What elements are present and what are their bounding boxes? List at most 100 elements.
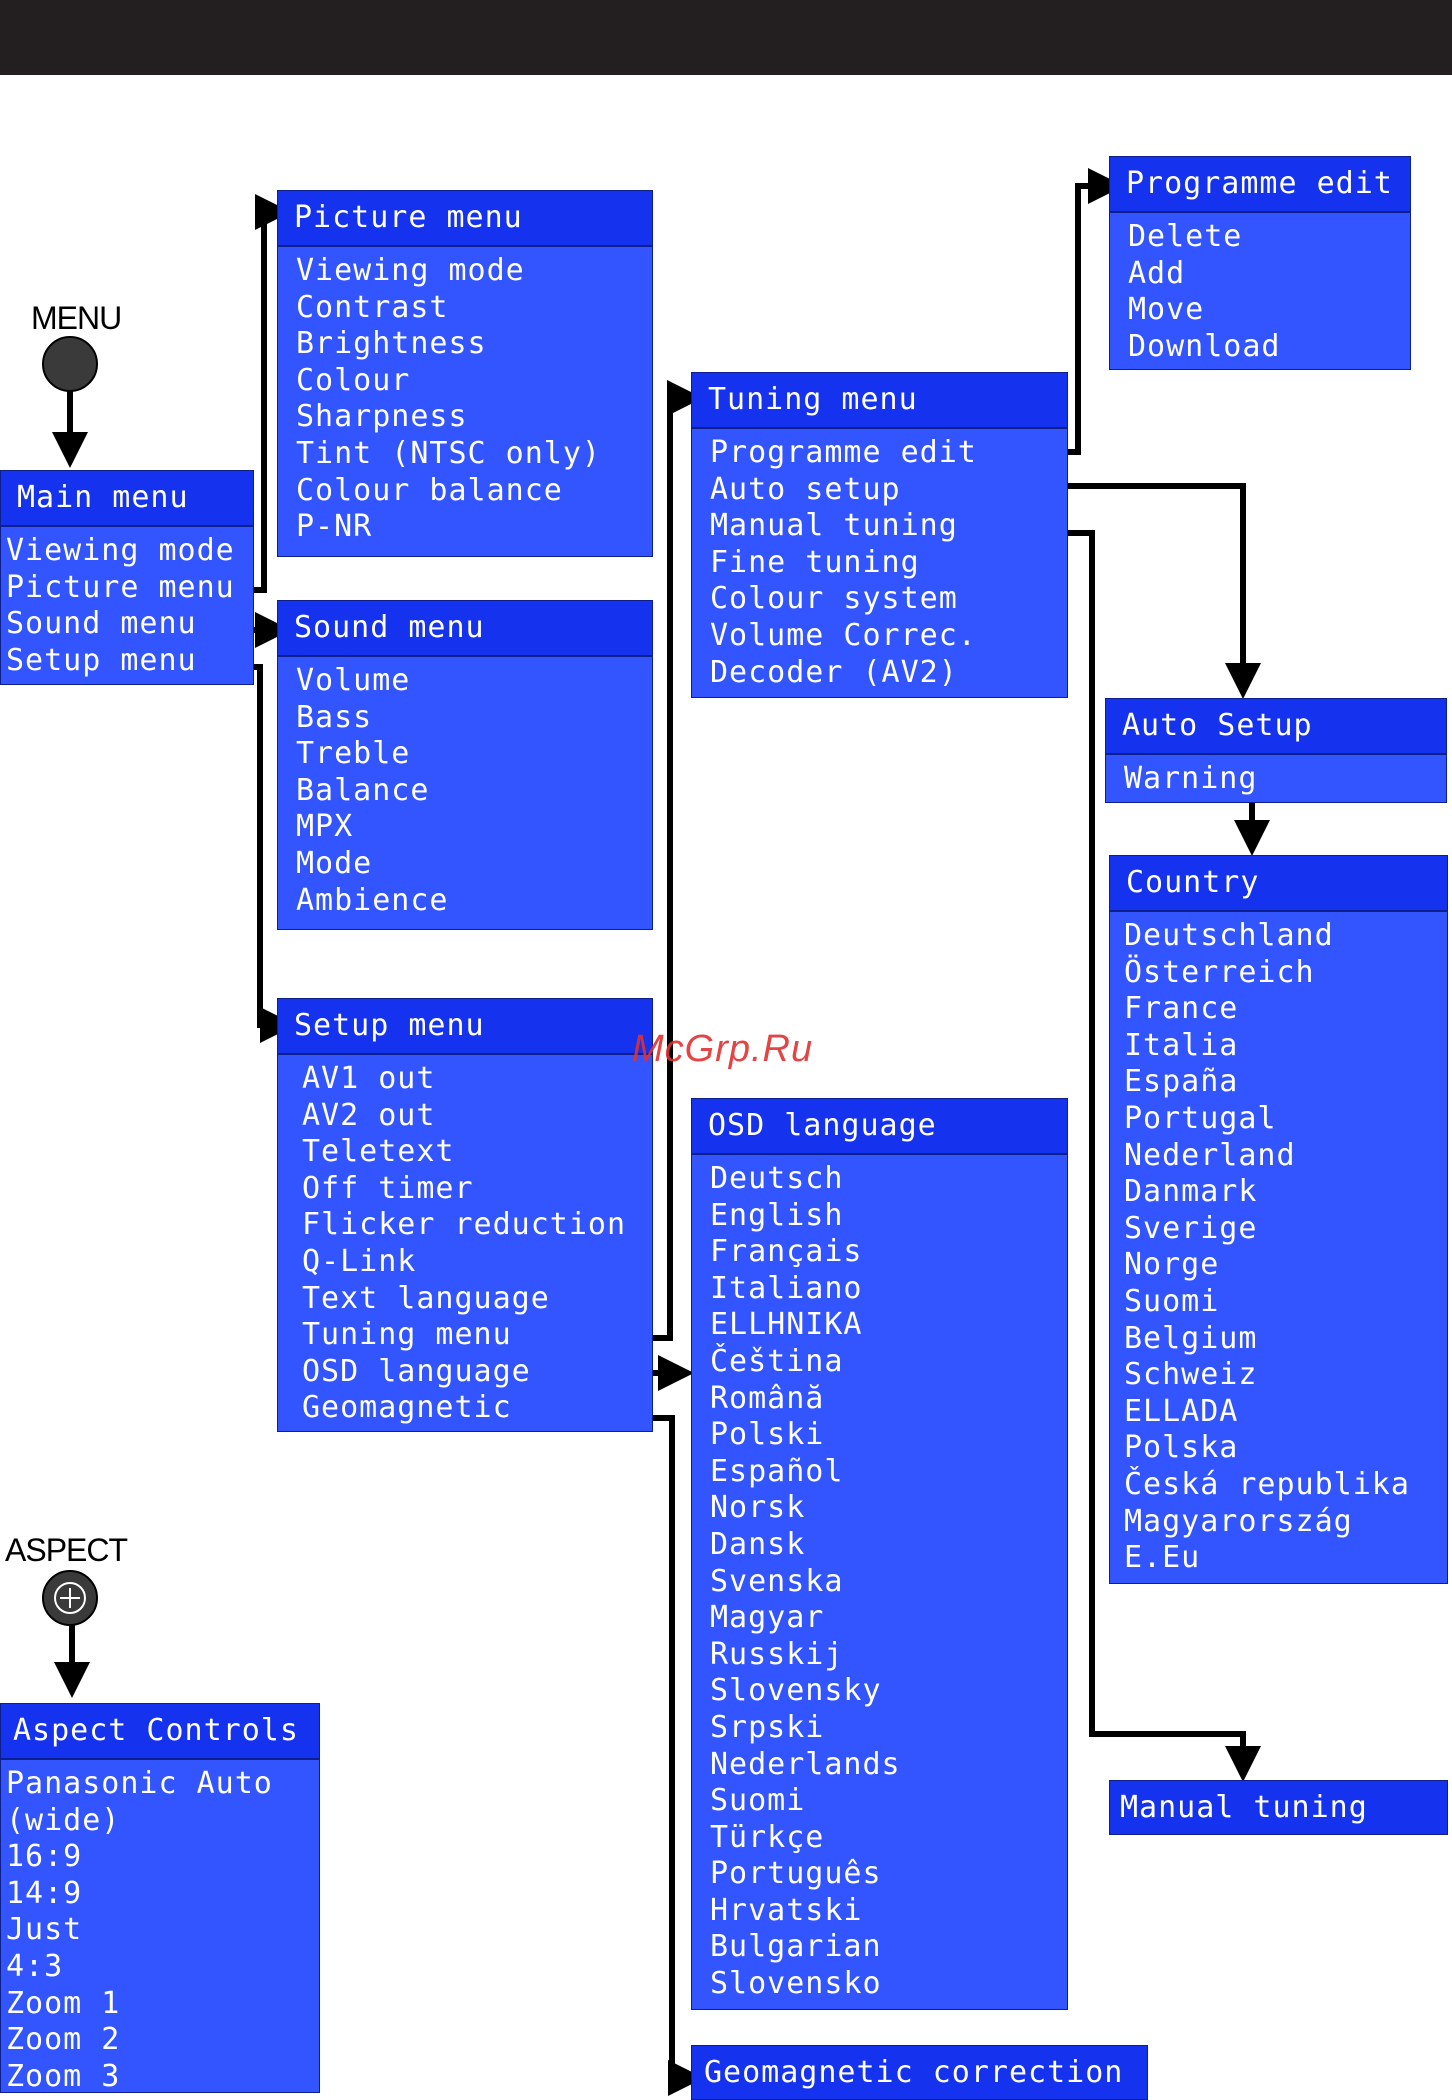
main-menu-item-setup-menu[interactable]: Setup menu bbox=[6, 642, 197, 678]
osd-language-item[interactable]: Français bbox=[710, 1234, 863, 1270]
watermark-text: McGrp.Ru bbox=[632, 1028, 814, 1070]
osd-language-item[interactable]: Polski bbox=[710, 1417, 825, 1453]
setup-menu-item[interactable]: Off timer bbox=[302, 1170, 474, 1206]
country-item[interactable]: Schweiz bbox=[1124, 1357, 1258, 1393]
setup-menu-item[interactable]: Text language bbox=[302, 1280, 550, 1316]
tuning-menu-item-programme-edit[interactable]: Programme edit bbox=[710, 435, 977, 470]
country-item[interactable]: Belgium bbox=[1124, 1320, 1258, 1356]
osd-language-item[interactable]: Norsk bbox=[710, 1490, 806, 1526]
country-item[interactable]: Österreich bbox=[1124, 954, 1315, 990]
aspect-controls-item[interactable]: 4:3 bbox=[6, 1948, 64, 1984]
aspect-controls-item[interactable]: (wide) bbox=[6, 1802, 121, 1838]
aspect-controls-item[interactable]: 14:9 bbox=[6, 1875, 83, 1911]
programme-edit-item-download[interactable]: Download bbox=[1128, 328, 1281, 364]
osd-language-item[interactable]: Slovensko bbox=[710, 1966, 882, 2002]
osd-language-item[interactable]: Română bbox=[710, 1380, 825, 1416]
programme-edit-item-move[interactable]: Move bbox=[1128, 292, 1205, 328]
osd-language-item[interactable]: Suomi bbox=[710, 1783, 806, 1819]
osd-language-item[interactable]: Hrvatski bbox=[710, 1892, 863, 1928]
setup-menu-item[interactable]: AV1 out bbox=[302, 1061, 436, 1096]
country-item[interactable]: Sverige bbox=[1124, 1210, 1258, 1246]
country-item[interactable]: Nederland bbox=[1124, 1137, 1296, 1173]
osd-language-item[interactable]: Deutsch bbox=[710, 1161, 844, 1196]
osd-language-item[interactable]: Español bbox=[710, 1453, 844, 1489]
sound-menu-item[interactable]: Mode bbox=[296, 845, 373, 881]
sound-menu-item[interactable]: Volume bbox=[296, 663, 411, 698]
picture-menu-item[interactable]: P-NR bbox=[296, 509, 373, 545]
country-item[interactable]: Česká republika bbox=[1124, 1466, 1410, 1502]
osd-language-item[interactable]: Russkij bbox=[710, 1636, 844, 1672]
menu-button[interactable] bbox=[42, 336, 98, 392]
main-menu-item-viewing-mode[interactable]: Viewing mode bbox=[6, 533, 235, 568]
aspect-controls-item[interactable]: Just bbox=[6, 1912, 83, 1948]
osd-language-item[interactable]: Srpski bbox=[710, 1709, 825, 1745]
setup-menu-item[interactable]: Q-Link bbox=[302, 1243, 417, 1279]
picture-menu-item[interactable]: Sharpness bbox=[296, 399, 468, 435]
osd-language-item[interactable]: Čeština bbox=[710, 1343, 844, 1379]
setup-menu-title: Setup menu bbox=[278, 999, 652, 1055]
geomagnetic-correction-title[interactable]: Geomagnetic correction bbox=[692, 2046, 1147, 2099]
picture-menu-item[interactable]: Brightness bbox=[296, 326, 487, 362]
picture-menu-item[interactable]: Colour balance bbox=[296, 472, 563, 508]
osd-language-item[interactable]: Nederlands bbox=[710, 1746, 901, 1782]
country-item[interactable]: Danmark bbox=[1124, 1174, 1258, 1210]
setup-menu-item-tuning-menu[interactable]: Tuning menu bbox=[302, 1317, 512, 1353]
picture-menu-item[interactable]: Colour bbox=[296, 362, 411, 398]
tuning-menu-item-auto-setup[interactable]: Auto setup bbox=[710, 471, 901, 507]
country-item[interactable]: Polska bbox=[1124, 1430, 1239, 1466]
country-item[interactable]: Suomi bbox=[1124, 1283, 1220, 1319]
setup-menu-item[interactable]: Flicker reduction bbox=[302, 1207, 627, 1243]
aspect-button[interactable] bbox=[42, 1570, 98, 1626]
country-item[interactable]: France bbox=[1124, 991, 1239, 1027]
osd-language-item[interactable]: Slovensky bbox=[710, 1673, 882, 1709]
aspect-controls-item[interactable]: Zoom 1 bbox=[6, 1985, 121, 2021]
tuning-menu-item-manual-tuning[interactable]: Manual tuning bbox=[710, 508, 958, 544]
sound-menu-item[interactable]: MPX bbox=[296, 809, 354, 845]
main-menu-item-picture-menu[interactable]: Picture menu bbox=[6, 569, 235, 605]
programme-edit-item-add[interactable]: Add bbox=[1128, 255, 1186, 291]
country-item[interactable]: E.Eu bbox=[1124, 1540, 1201, 1576]
tuning-menu-item[interactable]: Volume Correc. bbox=[710, 617, 977, 653]
country-item[interactable]: Deutschland bbox=[1124, 918, 1334, 953]
tuning-menu-item[interactable]: Decoder (AV2) bbox=[710, 654, 958, 690]
osd-language-item[interactable]: ELLHNIKA bbox=[710, 1307, 863, 1343]
auto-setup-item-warning[interactable]: Warning bbox=[1124, 761, 1258, 796]
picture-menu-title: Picture menu bbox=[278, 191, 652, 247]
osd-language-item[interactable]: Italiano bbox=[710, 1270, 863, 1306]
programme-edit-item-delete[interactable]: Delete bbox=[1128, 219, 1243, 254]
osd-language-item[interactable]: Türkçe bbox=[710, 1819, 825, 1855]
sound-menu-item[interactable]: Bass bbox=[296, 699, 373, 735]
country-item[interactable]: ELLADA bbox=[1124, 1393, 1239, 1429]
setup-menu-item[interactable]: Teletext bbox=[302, 1134, 455, 1170]
picture-menu-item[interactable]: Contrast bbox=[296, 289, 449, 325]
aspect-controls-item[interactable]: Zoom 3 bbox=[6, 2058, 121, 2093]
osd-language-item[interactable]: Svenska bbox=[710, 1563, 844, 1599]
sound-menu-item[interactable]: Ambience bbox=[296, 882, 449, 918]
manual-tuning-title[interactable]: Manual tuning bbox=[1110, 1781, 1447, 1834]
setup-menu-item[interactable]: AV2 out bbox=[302, 1097, 436, 1133]
main-menu-item-sound-menu[interactable]: Sound menu bbox=[6, 606, 197, 642]
country-item[interactable]: Norge bbox=[1124, 1247, 1220, 1283]
tuning-menu-item[interactable]: Fine tuning bbox=[710, 544, 920, 580]
osd-language-item[interactable]: Bulgarian bbox=[710, 1929, 882, 1965]
setup-menu-item-osd-language[interactable]: OSD language bbox=[302, 1353, 531, 1389]
aspect-controls-item[interactable]: Zoom 2 bbox=[6, 2022, 121, 2058]
osd-language-item[interactable]: Magyar bbox=[710, 1600, 825, 1636]
connector-tuning-to-auto-setup bbox=[1035, 483, 1261, 699]
country-panel: Country Deutschland Österreich France It… bbox=[1109, 855, 1448, 1584]
aspect-controls-item[interactable]: Panasonic Auto bbox=[6, 1766, 273, 1801]
country-item[interactable]: Portugal bbox=[1124, 1100, 1277, 1136]
aspect-controls-item[interactable]: 16:9 bbox=[6, 1839, 83, 1875]
picture-menu-item[interactable]: Tint (NTSC only) bbox=[296, 435, 601, 471]
picture-menu-item[interactable]: Viewing mode bbox=[296, 253, 525, 288]
setup-menu-item-geomagnetic[interactable]: Geomagnetic bbox=[302, 1390, 512, 1426]
sound-menu-item[interactable]: Balance bbox=[296, 772, 430, 808]
osd-language-item[interactable]: English bbox=[710, 1197, 844, 1233]
sound-menu-item[interactable]: Treble bbox=[296, 736, 411, 772]
osd-language-item[interactable]: Dansk bbox=[710, 1526, 806, 1562]
country-item[interactable]: Magyarország bbox=[1124, 1503, 1353, 1539]
country-item[interactable]: España bbox=[1124, 1064, 1239, 1100]
country-item[interactable]: Italia bbox=[1124, 1027, 1239, 1063]
tuning-menu-item[interactable]: Colour system bbox=[710, 581, 958, 617]
osd-language-item[interactable]: Português bbox=[710, 1856, 882, 1892]
